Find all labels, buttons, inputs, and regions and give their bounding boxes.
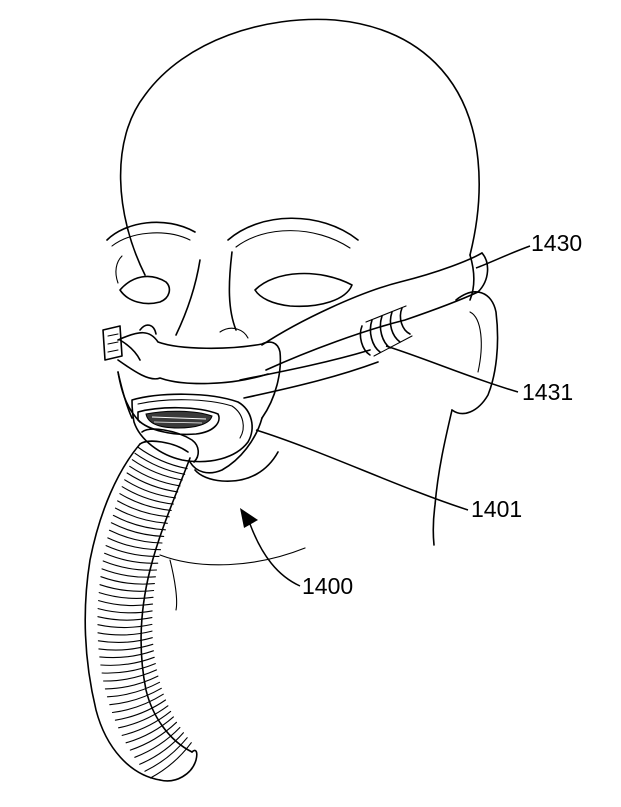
label-1430: 1430 [531,230,582,256]
hose-ring [110,688,162,704]
hose-ring [126,717,173,743]
hose-corrugation [98,447,191,778]
hose-ring [108,682,160,697]
hose-ring [105,553,158,563]
hose-ring [125,480,176,498]
hose-ring [130,466,180,486]
label-1401: 1401 [471,496,522,522]
hose-ring [122,711,170,735]
hose-ring [138,447,187,469]
hose-ring [106,546,159,557]
face-features [107,218,358,338]
hose-ring [135,453,185,474]
hose-ring [98,638,152,643]
headgear-strap [103,253,488,398]
hose-ring [99,644,153,650]
cushion [132,394,252,461]
head-outline [118,19,498,610]
hose-ring [98,609,152,613]
hose-ring [98,617,152,620]
hose-ring [101,657,154,665]
hose-ring [132,460,182,480]
label-1400: 1400 [302,573,353,599]
hose-ring [100,651,154,658]
hose-ring [103,561,156,570]
hose-ring [98,624,152,627]
hose-ring [98,631,152,635]
label-1431: 1431 [522,379,573,405]
hose-ring [127,473,178,492]
leader-lines [240,246,530,586]
